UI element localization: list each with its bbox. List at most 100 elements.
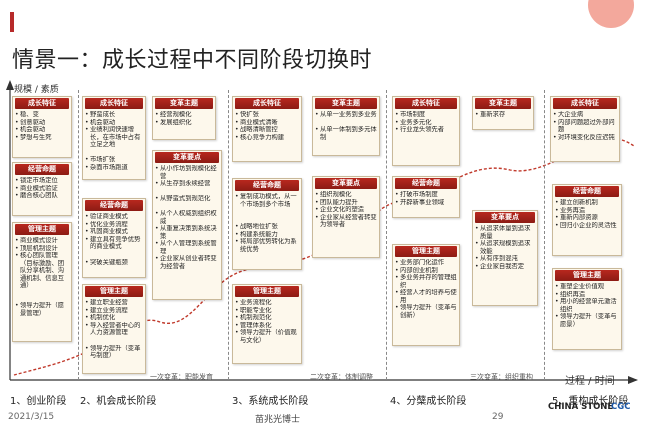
card-header: 管理主题 (555, 270, 619, 281)
card-item: 市场扩张 (85, 156, 143, 164)
card-growth-features: 成长特征 稳、变 创意驱动 机会驱动 梦想与生死 (12, 96, 72, 158)
card-transformation-theme: 变革主题 重新求存 (472, 96, 534, 130)
card-header: 管理主题 (15, 224, 69, 235)
card-item: 建立具有竞争优势的商业模式 (85, 236, 143, 259)
page-title: 情景一：成长过程中不同阶段切换时 (12, 48, 373, 73)
card-header: 经营命题 (395, 178, 457, 189)
card-item: 导入经营者中心的人力资源管理 (85, 322, 143, 345)
card-item: 战略地位扩张 (235, 223, 299, 231)
card-item: 大企业病 (553, 111, 617, 119)
card-header: 经营命题 (15, 164, 69, 175)
card-management-themes: 管理主题 重塑企业价值观 组织再造 用小的经营单元激活组织 领导力提升（变革与愿… (552, 268, 622, 350)
card-item: 从单一体制到多元体制 (315, 126, 377, 141)
footer-author: 苗兆光博士 (255, 415, 301, 425)
card-item: 杂面市场跑道 (85, 164, 143, 172)
card-header: 成长特征 (395, 98, 457, 109)
card-header: 成长特征 (15, 98, 69, 109)
card-item: 梦想与生死 (15, 134, 69, 142)
card-item: 管理体系化 (235, 322, 299, 330)
card-item: 机会驱动 (85, 119, 143, 127)
card-item: 打破市场制度 (395, 191, 457, 199)
card-item: 商业模式清晰 (235, 119, 299, 127)
page-number: 29 (492, 412, 504, 422)
card-management-themes: 管理主题 商业模式设计 顶层机制设计 核心团队管理（目标激励、团队分享机制、沟通… (12, 222, 72, 342)
china-stone-logo: CHINA STONE (548, 402, 614, 412)
card-item: 构建系统能力 (235, 231, 299, 239)
card-item: 职能专业化 (235, 307, 299, 315)
card-header: 成长特征 (235, 98, 299, 109)
card-business-propositions: 经营命题 锁定市场定位 商业模式验证 磨合核心团队 (12, 162, 72, 216)
stage-label: 2、机会成长阶段 (80, 396, 157, 407)
transition-tag: 二次变革：体制调整 (310, 373, 373, 381)
stage-divider (78, 90, 79, 380)
transition-tag: 三次变革：组织重构 (470, 373, 533, 381)
card-item: 快扩张 (235, 111, 299, 119)
card-item: 业务流程化 (235, 299, 299, 307)
card-transformation-points: 变革要点 从追求体量到追求质量 从追求规模到追求效能 从有序到混沌 企业家自我否… (472, 210, 538, 306)
card-item: 从追求规模到追求效能 (475, 240, 535, 255)
card-header: 成长特征 (553, 98, 617, 109)
stage-label: 5、重构成长阶段 (552, 396, 629, 407)
stage-divider (228, 90, 229, 380)
card-item: 市场制度 (395, 111, 457, 119)
card-header: 变革要点 (475, 212, 535, 223)
card-header: 变革主题 (315, 98, 377, 109)
card-item: 重新求存 (475, 111, 531, 119)
card-item: 重塑企业价值观 (555, 283, 619, 291)
card-item: 巩固商业模式 (85, 228, 143, 236)
card-item: 领导力提升（变革与创新） (395, 304, 457, 319)
growth-curve (13, 137, 635, 376)
card-item: 将局部优势转化为系统优势 (235, 238, 299, 253)
card-management-themes: 管理主题 建立职业经营 建立业务流程 机制优化 导入经营者中心的人力资源管理 领… (82, 284, 146, 374)
card-management-themes: 管理主题 业务流程化 职能专业化 机制规范化 管理体系化 领导力提升（价值观与文… (232, 284, 302, 364)
card-item: 企业家从经营者转变为领导者 (315, 214, 377, 229)
card-business-propositions: 经营命题 打破市场制度 开辟新事业领域 (392, 176, 460, 218)
stage-label: 1、创业阶段 (10, 396, 67, 407)
card-item: 领导力提升（价值观与文化） (235, 329, 299, 344)
card-item: 从追求体量到追求质量 (475, 225, 535, 240)
y-axis-label: 规模 / 素质 (14, 85, 59, 95)
card-item: 复制成功模式，从一个市场到多个市场 (235, 193, 299, 223)
card-item: 企业家自我否定 (475, 263, 535, 271)
card-item: 从重复决策到系统决策 (155, 225, 219, 240)
stage-divider (544, 90, 545, 380)
card-item: 业务再造 (555, 207, 619, 215)
card-item: 团队能力提升 (315, 199, 377, 207)
card-business-propositions: 经营命题 验证商业模式 优化业务流程 巩固商业模式 建立具有竞争优势的商业模式 … (82, 198, 146, 278)
card-header: 变革要点 (315, 178, 377, 189)
card-item: 行业龙头领先者 (395, 126, 457, 134)
card-item: 优化业务流程 (85, 221, 143, 229)
card-header: 变革要点 (155, 152, 219, 163)
card-transformation-points: 变革要点 组织规模化 团队能力提升 企业文化的塑造 企业家从经营者转变为领导者 (312, 176, 380, 258)
card-header: 经营命题 (555, 186, 619, 197)
card-item: 重新内部资源 (555, 214, 619, 222)
card-item: 企业文化的塑造 (315, 206, 377, 214)
card-transformation-points: 变革要点 从小作坊到规模化经营 从生存到永续经营 从野蛮式到规范化 从个人权威到… (152, 150, 222, 300)
card-item: 验证商业模式 (85, 213, 143, 221)
card-item: 企业家从创业者转变为经营者 (155, 255, 219, 270)
card-item: 锁定市场定位 (15, 177, 69, 185)
card-item: 建立职业经营 (85, 299, 143, 307)
card-business-propositions: 经营命题 建立创新机制 业务再造 重新内部资源 回归小企业的灵活性 (552, 184, 622, 256)
stage-divider (386, 90, 387, 380)
card-header: 管理主题 (85, 286, 143, 297)
card-item: 经营人才的培养与使用 (395, 289, 457, 304)
card-item: 从单一业务到多业务 (315, 111, 377, 126)
card-item: 领导力提升（变革与愿景） (555, 313, 619, 328)
x-axis-label: 过程 / 时间 (565, 376, 615, 387)
stage-label: 3、系统成长阶段 (232, 396, 309, 407)
card-item: 经营规模化 (155, 111, 213, 119)
card-header: 管理主题 (235, 286, 299, 297)
card-item: 发展组织化 (155, 119, 213, 127)
card-item: 对环境变化反应迟钝 (553, 134, 617, 142)
title-accent-bar (10, 12, 14, 32)
card-item: 野蛮成长 (85, 111, 143, 119)
card-item: 用小的经营单元激活组织 (555, 298, 619, 313)
card-item: 商业模式验证 (15, 185, 69, 193)
card-transformation-theme: 变革主题 从单一业务到多业务 从单一体制到多元体制 (312, 96, 380, 156)
card-item: 从野蛮式到规范化 (155, 195, 219, 210)
card-growth-features: 成长特征 快扩张 商业模式清晰 战略清晰管控 核心竞争力构建 (232, 96, 302, 162)
card-item: 顶层机制设计 (15, 245, 69, 253)
card-item: 内部问题超过外部问题 (553, 119, 617, 134)
card-item: 业绩利润快速增长，在市场中占有立足之地 (85, 126, 143, 156)
